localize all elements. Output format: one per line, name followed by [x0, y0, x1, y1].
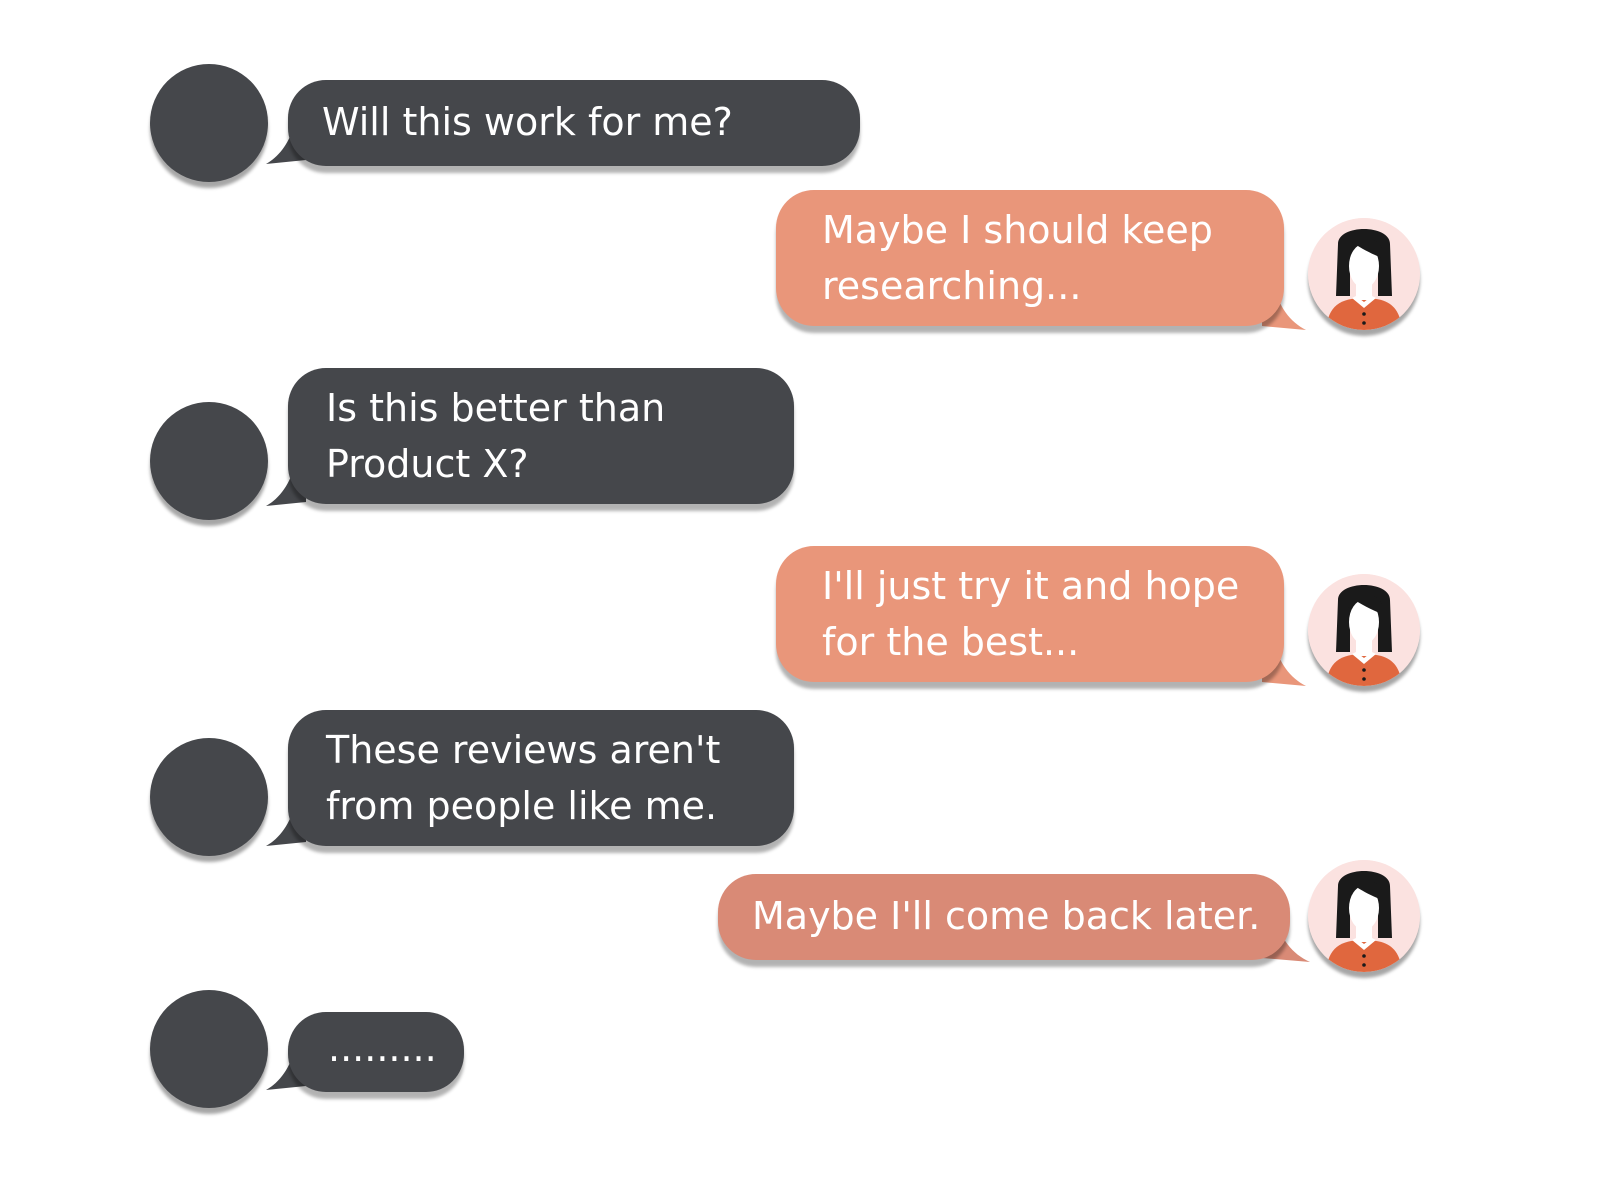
message-bubble: Is this better than Product X? — [288, 368, 794, 504]
message-bubble: Will this work for me? — [288, 80, 860, 166]
message-text: Maybe I'll come back later. — [752, 894, 1261, 938]
message-text-line: I'll just try it and hope — [822, 564, 1240, 608]
message-text-line: Maybe I should keep — [822, 208, 1213, 252]
message-text: ......... — [328, 1026, 437, 1070]
message-text-line: from people like me. — [326, 784, 718, 828]
woman-avatar-icon — [1308, 860, 1420, 972]
avatar-circle-icon — [150, 738, 268, 856]
message-text-line: researching... — [822, 264, 1082, 308]
message-text-line: These reviews aren't — [326, 728, 721, 772]
woman-avatar-icon — [1308, 574, 1420, 686]
message-text: Will this work for me? — [322, 100, 733, 144]
message-bubble: I'll just try it and hope for the best..… — [776, 546, 1284, 682]
avatar-circle-icon — [150, 402, 268, 520]
message-bubble: Maybe I'll come back later. — [718, 874, 1290, 960]
message-text-line: Product X? — [326, 442, 529, 486]
woman-avatar-icon — [1308, 218, 1420, 330]
avatar-circle-icon — [150, 64, 268, 182]
avatar-circle-icon — [150, 990, 268, 1108]
message-bubble: These reviews aren't from people like me… — [288, 710, 794, 846]
message-bubble: Maybe I should keep researching... — [776, 190, 1284, 326]
message-bubble: ......... — [288, 1012, 464, 1092]
message-text-line: Is this better than — [326, 386, 666, 430]
message-text-line: for the best... — [822, 620, 1080, 664]
